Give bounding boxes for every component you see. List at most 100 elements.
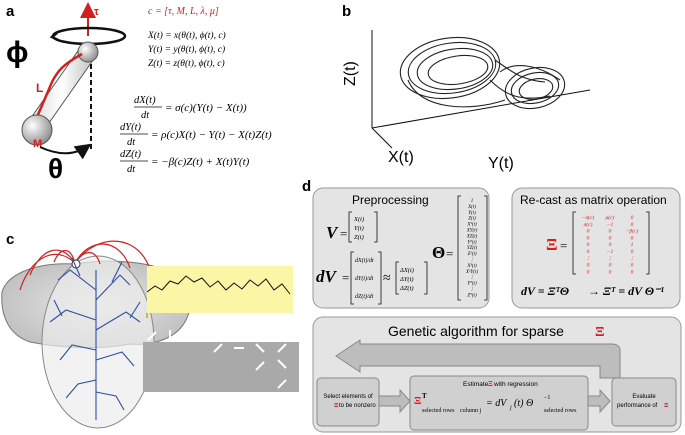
xi-entry: −β(c) — [626, 228, 639, 235]
recast-title: Re-cast as matrix operation — [520, 193, 667, 207]
brain-recording-illustration — [1, 240, 299, 429]
xi-entry: 0 — [587, 242, 590, 248]
theta-entry: X³(t) — [466, 263, 477, 269]
y-axis-line — [371, 89, 591, 129]
xi-entry: −σ(c) — [582, 214, 595, 221]
estimate-suffix: with regression — [493, 381, 538, 388]
eq2-denominator: dt — [127, 137, 136, 148]
v-entries: X(t) Y(t) Z(t) — [353, 216, 364, 241]
dv-brackets — [350, 251, 382, 305]
xi-entry: 0 — [609, 269, 612, 275]
tau-label: τ — [94, 6, 99, 18]
regress-rhs: = dV — [486, 398, 508, 409]
xi-entry: 0 — [631, 235, 634, 241]
theta-entry: Y⁵(t) — [467, 281, 477, 287]
eq3-denominator: dt — [127, 164, 136, 175]
select-step-line2: to be nonzero — [339, 403, 376, 409]
evaluate-xi: Ξ — [664, 402, 669, 409]
step-select: Select elements of Ξ to be nonzero — [316, 377, 380, 427]
theta-entry: 1 — [471, 199, 474, 204]
preprocessing-box-bg — [312, 187, 490, 309]
eq3-numerator: dZ(t) — [120, 149, 142, 160]
signal-highlight-box — [147, 266, 293, 313]
genetic-algorithm-box: Genetic algorithm for sparse Ξ Select el… — [312, 316, 682, 433]
v-symbol: V — [326, 223, 339, 242]
phi-arrowhead — [49, 32, 59, 42]
regress-inverse: −1 — [544, 395, 550, 401]
theta-entry: X²(t) — [466, 222, 477, 228]
delta-entries: ΔX(t) ΔY(t) ΔZ(t) — [399, 267, 414, 292]
x-axis-line — [371, 127, 393, 149]
theta-equals: = — [446, 246, 453, 261]
neuron-magnified-region — [41, 255, 155, 429]
evaluate-step-box — [611, 377, 677, 427]
theta-entry: Y(t) — [468, 211, 476, 216]
recording-connections — [19, 240, 151, 291]
step-evaluate: Evaluate performance of Ξ — [611, 377, 677, 427]
theta-entry: XZ(t) — [466, 234, 478, 239]
regress-col-label: column j — [460, 408, 481, 414]
dv-equals: = — [342, 270, 349, 285]
xi-entry: 0 — [631, 269, 634, 275]
evaluate-line1: Evaluate — [632, 394, 656, 400]
dv-entries: dX(t)/dt dY(t)/dt dZ(t)/dt — [355, 257, 374, 300]
theta-entry: XY(t) — [466, 229, 478, 234]
svg-text:ΔX(t): ΔX(t) — [399, 267, 414, 274]
panel-label-b: b — [342, 3, 351, 20]
xi-equals: = — [560, 238, 567, 253]
xi-entry: σ(c) — [584, 221, 593, 228]
arrow-select-to-estimate — [378, 388, 411, 414]
z-mapping: Z(t) = z(θ(t), ϕ(t), c) — [148, 58, 225, 69]
v-brackets — [348, 211, 378, 243]
length-indicator — [32, 52, 83, 125]
theta-entry: Z²(t) — [468, 251, 477, 257]
pendulum-equations: c = [τ, M, L, λ, μ] X(t) = x(θ(t), ϕ(t),… — [120, 6, 272, 175]
xi-entry: −1 — [607, 222, 614, 228]
delta-brackets — [395, 261, 428, 295]
estimate-prefix: Estimate — [463, 381, 489, 388]
eq1-numerator: dX(t) — [134, 95, 156, 106]
select-step-box — [316, 377, 380, 427]
step-estimate: Estimate Ξ with regression Ξ T selected … — [409, 375, 589, 431]
regress-xi: Ξ — [414, 395, 421, 407]
lorenz-attractor-plot: Z(t) X(t) Y(t) — [342, 30, 591, 172]
regress-j: j — [509, 405, 512, 411]
theta-label: θ — [48, 153, 63, 184]
ga-title-prefix: Genetic algorithm for sparse — [388, 323, 564, 339]
theta-entry: Z(t) — [468, 217, 476, 222]
recast-equation-left: dV = ΞᵀΘ — [521, 284, 569, 298]
xi-entry: 0 — [631, 222, 634, 228]
double-pendulum: τ ϕ L M θ — [6, 2, 127, 184]
svg-text:dY(t)/dt: dY(t)/dt — [355, 275, 374, 282]
length-label: L — [36, 81, 43, 95]
stimulus-gabor-grid — [143, 330, 299, 392]
theta-entry: ⋮ — [470, 275, 475, 281]
xi-entry: −1 — [607, 249, 614, 255]
pivot-joint — [77, 41, 99, 63]
theta-entry: X(t) — [467, 205, 476, 210]
xi-entry: 1 — [631, 242, 634, 248]
recast-box-bg — [511, 187, 681, 309]
theta-entry: ⋮ — [470, 257, 475, 263]
y-mapping: Y(t) = y(θ(t), ϕ(t), c) — [148, 44, 225, 55]
z-axis-label: Z(t) — [342, 61, 359, 86]
ga-title-xi: Ξ — [595, 325, 604, 340]
panel-label-c: c — [6, 231, 14, 248]
theta-entry: ⋮ — [470, 287, 475, 293]
regress-rows-label: selected rows — [422, 408, 455, 414]
xi-brackets — [572, 211, 650, 275]
svg-text:Z(t): Z(t) — [354, 234, 364, 241]
regress-transpose: T — [422, 392, 427, 400]
preprocessing-title: Preprocessing — [352, 193, 429, 207]
x-mapping: X(t) = x(θ(t), ϕ(t), c) — [147, 30, 226, 41]
xi-entry: ⋮ — [629, 256, 635, 262]
panel-label-d: d — [302, 178, 311, 195]
arrow-estimate-to-evaluate — [587, 388, 611, 414]
theta-entry: YZ(t) — [467, 246, 478, 251]
xi-entry: 0 — [609, 229, 612, 235]
xi-entry: ρ(c) — [605, 214, 615, 221]
feedback-loop-arrow — [335, 339, 621, 379]
parameter-vector: c = [τ, M, L, λ, μ] — [148, 6, 219, 17]
